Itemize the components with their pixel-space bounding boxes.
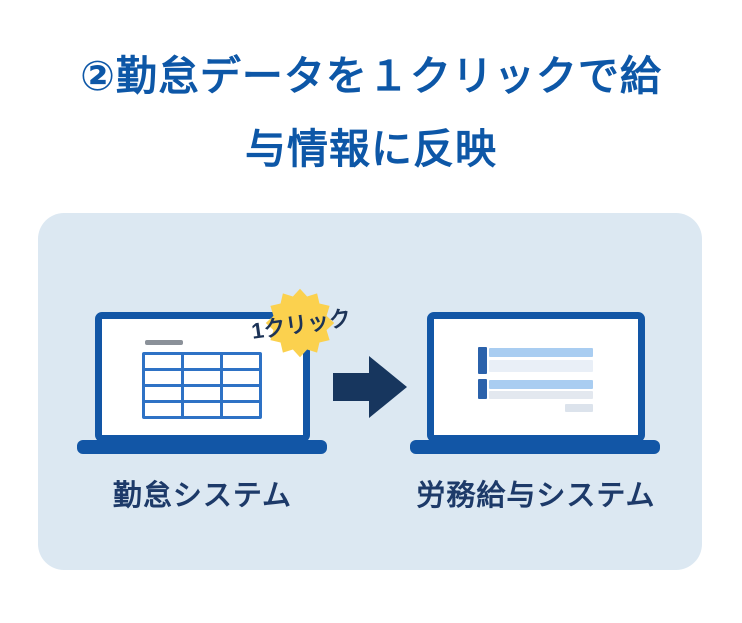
list-item-tick bbox=[478, 347, 487, 374]
list-item-bar bbox=[489, 348, 593, 357]
laptop-base bbox=[77, 440, 327, 454]
laptop-with-list-icon bbox=[427, 312, 645, 442]
list-item-subbar bbox=[489, 391, 593, 399]
list-item-subbar bbox=[489, 360, 593, 372]
page-title: ②勤怠データを１クリックで給 与情報に反映 bbox=[0, 40, 742, 186]
list-item-tick bbox=[478, 379, 487, 399]
list-item-bar bbox=[489, 380, 593, 389]
table-title-placeholder-bar bbox=[145, 340, 183, 345]
page-title-line1: ②勤怠データを１クリックで給 bbox=[80, 53, 662, 99]
laptop-base bbox=[410, 440, 660, 454]
arrow-right-icon bbox=[333, 356, 407, 418]
starburst-badge-icon bbox=[265, 288, 335, 358]
list-footer-bar bbox=[565, 404, 593, 412]
source-system-label: 勤怠システム bbox=[112, 480, 293, 512]
target-system-label: 労務給与システム bbox=[416, 480, 656, 512]
page-title-line2: 与情報に反映 bbox=[245, 126, 497, 172]
table-icon bbox=[142, 352, 262, 419]
